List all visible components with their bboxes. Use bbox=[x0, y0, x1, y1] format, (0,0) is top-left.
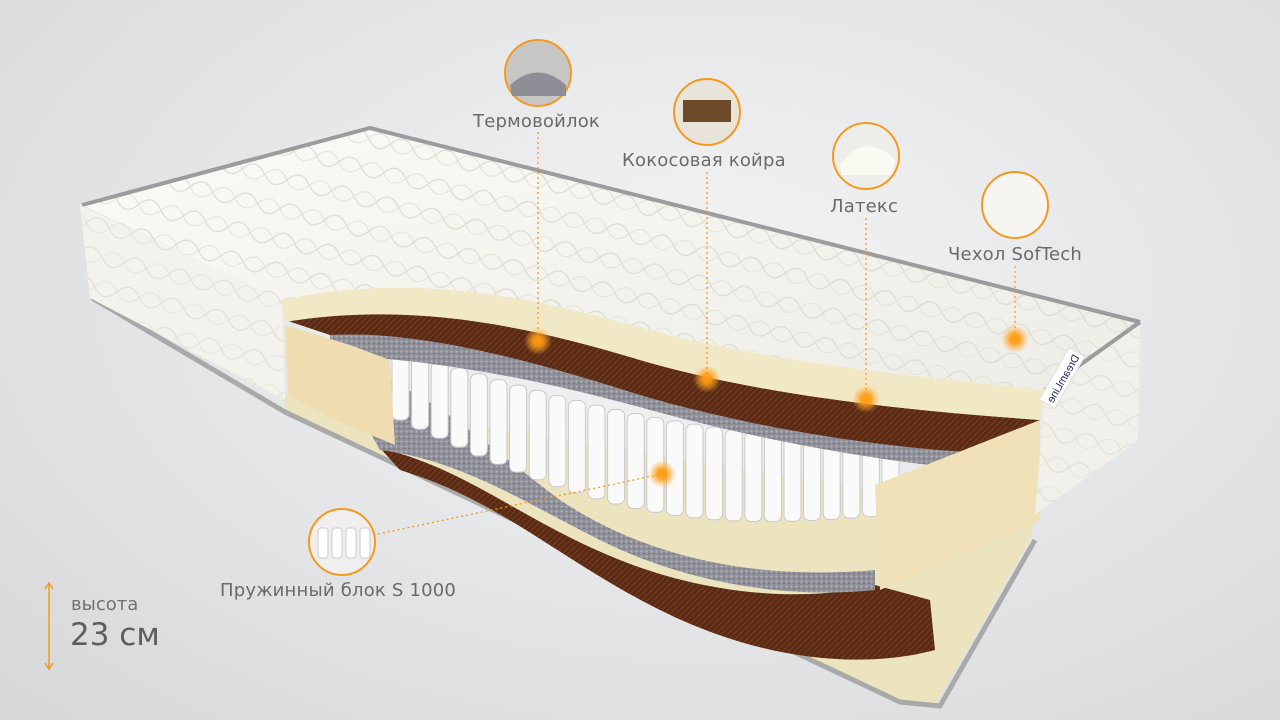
top-latex-layer bbox=[282, 287, 1045, 420]
spring-pocket bbox=[822, 439, 841, 520]
thumb-cover-icon bbox=[981, 171, 1049, 239]
hotspot-coconut bbox=[693, 365, 721, 393]
spring-block bbox=[391, 349, 900, 523]
hotspot-dots bbox=[524, 325, 1029, 488]
spring-pocket bbox=[803, 437, 822, 522]
spring-pocket bbox=[685, 423, 704, 519]
spring-pocket bbox=[587, 404, 606, 500]
label-coconut: Кокосовая койра bbox=[622, 150, 786, 171]
spring-pocket bbox=[548, 395, 567, 488]
spring-pocket bbox=[528, 389, 547, 481]
thumb-latex-icon bbox=[832, 122, 900, 190]
thumb-thermofelt-icon bbox=[504, 39, 572, 107]
spring-pocket bbox=[430, 361, 449, 439]
base-piping bbox=[90, 295, 1038, 709]
top-felt-layer bbox=[330, 330, 980, 470]
spring-pocket bbox=[411, 355, 430, 430]
spring-pocket bbox=[744, 431, 763, 523]
height-arrow-icon bbox=[44, 581, 54, 671]
hotspot-cover bbox=[1001, 325, 1029, 353]
right-latex-block bbox=[875, 420, 1040, 590]
spring-pocket bbox=[567, 399, 586, 494]
spring-pocket bbox=[607, 408, 626, 505]
hotspot-latex bbox=[852, 385, 880, 413]
spring-pocket bbox=[705, 426, 724, 521]
spring-pocket bbox=[489, 379, 508, 465]
left-latex-block bbox=[285, 325, 395, 445]
height-label: высота bbox=[71, 594, 139, 615]
spring-pocket bbox=[626, 413, 645, 510]
spring-pocket bbox=[509, 384, 528, 473]
thumb-coconut-icon bbox=[673, 78, 741, 146]
spring-pocket bbox=[783, 436, 802, 522]
spring-pocket bbox=[763, 434, 782, 523]
spring-pocket bbox=[469, 373, 488, 457]
thumb-springs-icon bbox=[308, 508, 376, 576]
height-value: 23 см bbox=[70, 617, 160, 653]
label-thermofelt: Термовойлок bbox=[473, 111, 600, 132]
top-coconut-layer bbox=[285, 313, 1040, 455]
label-springs: Пружинный блок S 1000 bbox=[220, 580, 457, 601]
bottom-coconut-layer bbox=[380, 448, 935, 660]
spring-pocket bbox=[724, 429, 743, 522]
spring-pocket bbox=[450, 367, 469, 448]
hotspot-springs bbox=[648, 460, 676, 488]
hotspot-thermofelt bbox=[524, 327, 552, 355]
label-cover: Чехол SofTech bbox=[948, 244, 1082, 265]
label-latex: Латекс bbox=[830, 196, 899, 217]
